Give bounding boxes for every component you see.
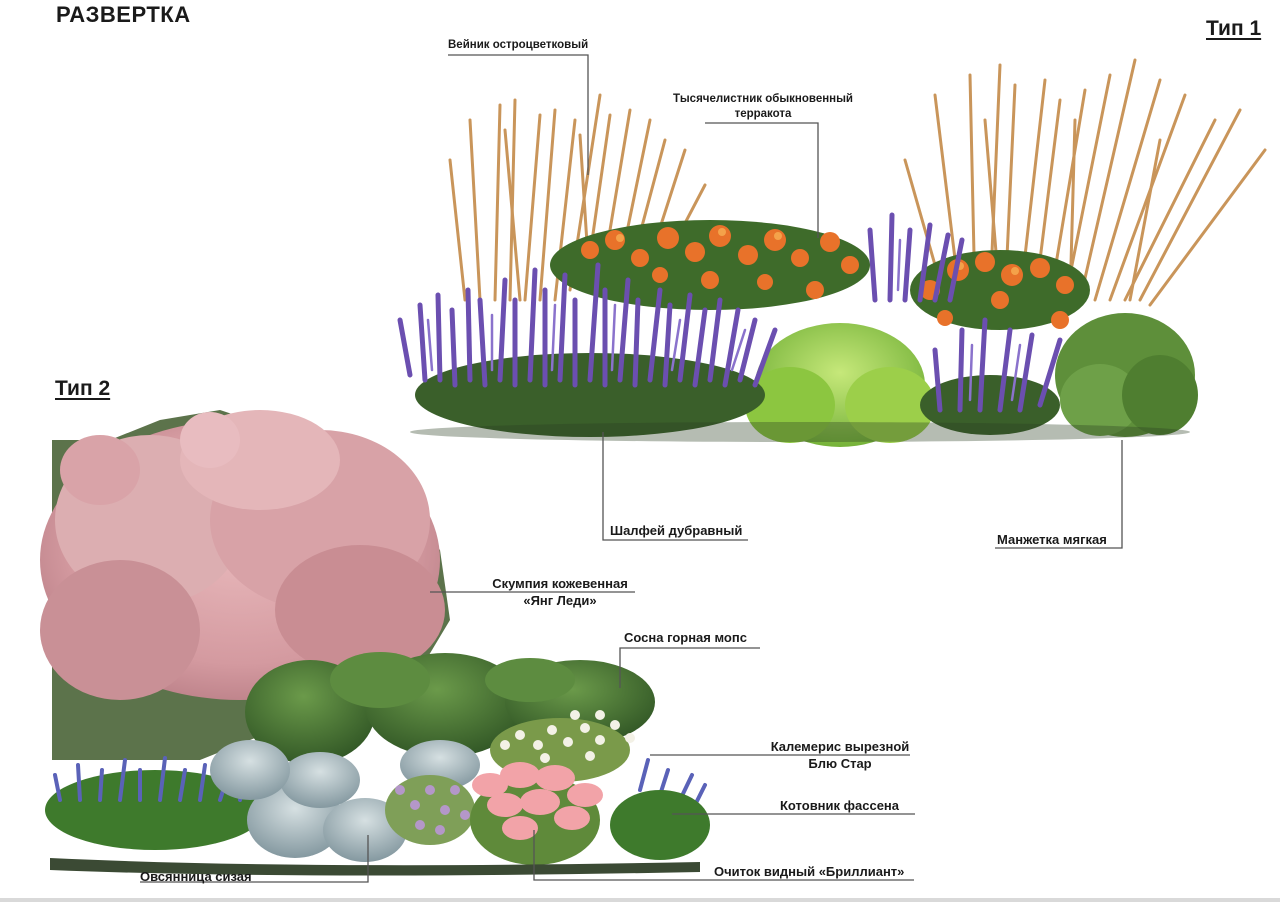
type2-label: Тип 2 (55, 377, 111, 400)
aster-cluster (385, 775, 475, 845)
label-yarrow-line1: Тысячелистник обыкновенный (672, 93, 853, 105)
label-smoke-tree-line1: Скумпия кожевенная (492, 576, 628, 591)
label-catmint: Котовник фассена (780, 798, 900, 813)
label-kalimeris: Калемерис вырезной Блю Стар (765, 738, 915, 772)
label-kalimeris-line2: Блю Стар (808, 756, 872, 771)
type2-bed (40, 410, 710, 876)
leader-lines (140, 54, 1123, 883)
label-fescue: Овсянница сизая (140, 869, 252, 884)
lady-mantle-cluster (745, 313, 1198, 447)
label-lady-mantle: Манжетка мягкая (997, 532, 1107, 547)
label-yarrow: Тысячелистник обыкновенный терракота (668, 92, 858, 122)
type1-bed (397, 58, 1267, 447)
label-smoke-tree: Скумпия кожевенная «Янг Леди» (480, 575, 640, 609)
bottom-divider (0, 898, 1280, 902)
label-smoke-tree-line2: «Янг Леди» (523, 593, 597, 608)
yarrow-cluster (550, 220, 1090, 330)
type1-label: Тип 1 (1206, 17, 1262, 40)
page-title: РАЗВЕРТКА (56, 2, 191, 27)
catmint-cluster (45, 756, 710, 860)
label-sedum: Очиток видный «Бриллиант» (714, 864, 905, 879)
sage-cluster (397, 212, 1063, 437)
label-sage: Шалфей дубравный (610, 523, 743, 538)
label-reed-grass: Вейник остроцветковый (448, 39, 589, 51)
label-yarrow-line2: терракота (734, 108, 792, 120)
label-kalimeris-line1: Калемерис вырезной (770, 739, 910, 754)
sedum-cluster (470, 762, 603, 865)
blue-fescue (210, 740, 480, 862)
smoke-tree (40, 410, 450, 760)
mugo-pine (245, 652, 655, 764)
label-mugo-pine: Сосна горная мопс (624, 630, 747, 645)
